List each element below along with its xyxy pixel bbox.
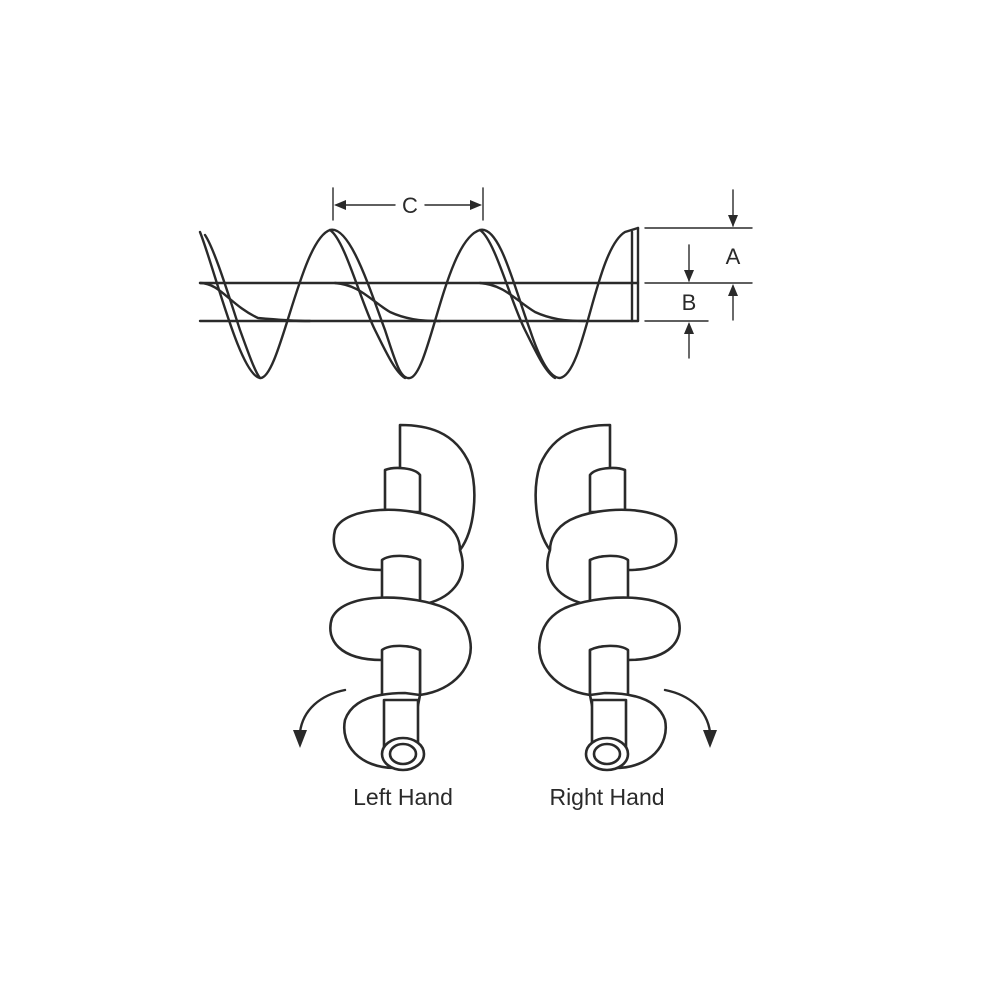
dim-a-arrow-top xyxy=(728,215,738,227)
right-hand-auger xyxy=(534,423,717,772)
dim-a-arrow-bottom xyxy=(728,284,738,296)
rh-rotation-arrowhead xyxy=(703,730,717,748)
right-hand-caption: Right Hand xyxy=(549,784,664,810)
lh-shaft-lower xyxy=(380,644,422,697)
dim-c-arrow-left xyxy=(334,200,346,210)
left-hand-caption: Left Hand xyxy=(353,784,453,810)
rh-shaft-top xyxy=(588,466,627,514)
rh-shaft-mid xyxy=(588,554,630,607)
rh-shaft-lower xyxy=(588,644,630,697)
lh-shaft-mid xyxy=(380,554,422,607)
dim-c-arrow-right xyxy=(470,200,482,210)
helix-flight-front-1 xyxy=(328,228,407,380)
rh-tube-bore xyxy=(592,742,622,766)
dim-b-label: B xyxy=(682,290,697,315)
rh-rotation-arc xyxy=(663,688,712,734)
dim-b-arrow-bottom xyxy=(684,322,694,334)
lh-shaft-top xyxy=(383,466,422,514)
lh-rotation-arc xyxy=(298,688,347,734)
helix-flight-front-0 xyxy=(203,233,262,380)
helix-flight-front-2 xyxy=(478,228,557,380)
auger-side-view: C A B xyxy=(198,187,753,380)
helix-flight-outline xyxy=(198,226,640,380)
dim-c-label: C xyxy=(402,193,418,218)
lh-rotation-arrowhead xyxy=(293,730,307,748)
helix-shaft-curve-2 xyxy=(333,281,442,323)
helix-shaft-curve-3 xyxy=(478,281,587,323)
dim-b-arrow-top xyxy=(684,270,694,282)
left-hand-auger: Left Hand xyxy=(293,423,476,810)
dim-a-label: A xyxy=(726,244,741,269)
helix-shaft-curve xyxy=(198,281,312,323)
lh-tube-bore xyxy=(388,742,418,766)
